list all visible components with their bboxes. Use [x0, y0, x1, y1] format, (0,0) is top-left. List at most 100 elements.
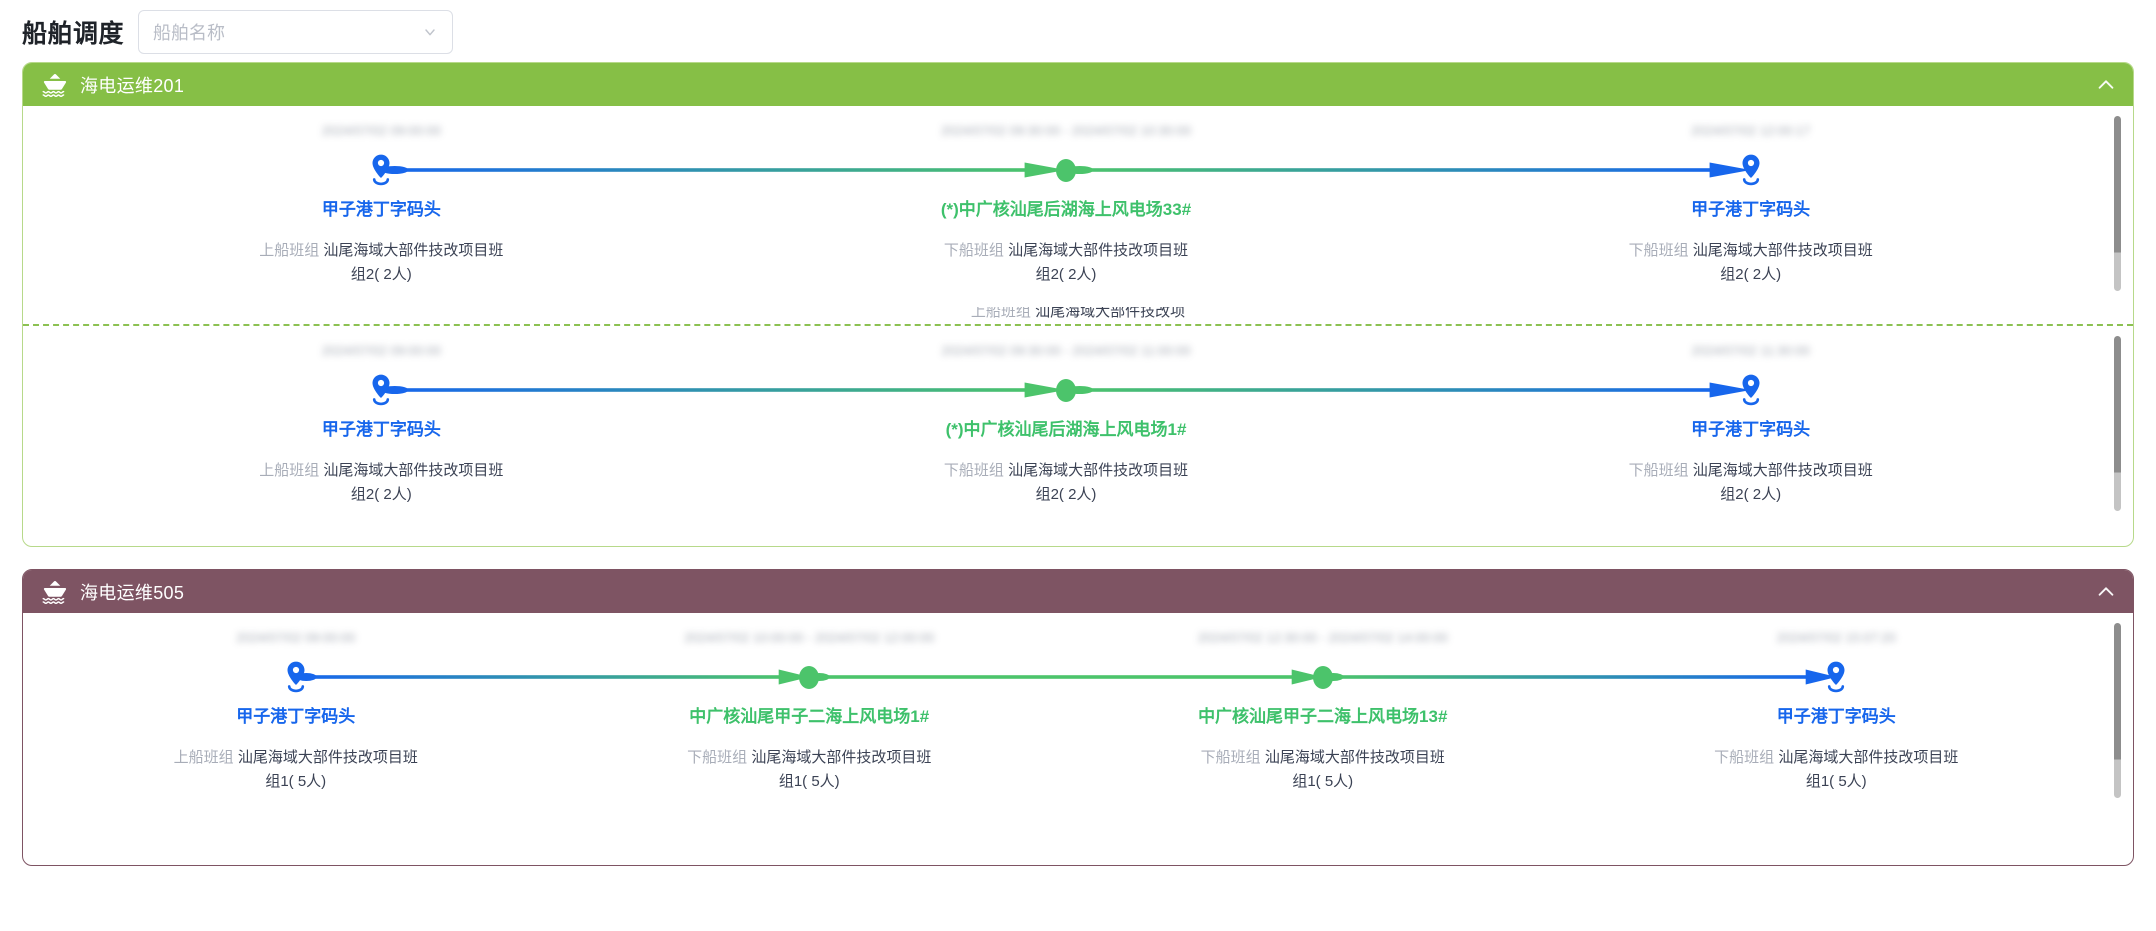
timeline-stop[interactable]: 2024/07/02 09:00:00 甲子港丁字码头上船班组 汕尾海域大部件技改…: [39, 629, 810, 794]
stop-crew-info: 下船班组 汕尾海域大部件技改项目班组1( 5人): [1198, 746, 1448, 794]
vessel-card: 海电运维505 2024/07/02 09:00:00 甲子港丁字码头上船班组 汕尾…: [22, 569, 2134, 866]
crew-value: 汕尾海域大部件技改项目班组2( 2人): [1008, 462, 1189, 503]
stop-marker-row: [1580, 655, 2094, 699]
stop-crew-info: 上船班组 汕尾海域大部件技改项目班组1( 5人): [171, 746, 421, 794]
crew-label: 下船班组: [1628, 462, 1693, 479]
map-pin-icon: [1823, 660, 1849, 694]
timeline-stop[interactable]: 2024/07/02 10:00:00 - 2024/07/02 12:00:0…: [553, 629, 1323, 794]
vessel-name: 海电运维201: [80, 75, 185, 96]
voyage-scrollbar[interactable]: [2114, 336, 2121, 511]
stop-timestamp: 2024/07/02 12:30:00 - 2024/07/02 14:00:0…: [1197, 630, 1448, 645]
stop-name[interactable]: 甲子港丁字码头: [321, 200, 441, 219]
crew-label: 下船班组: [1200, 749, 1265, 766]
stop-timestamp: 2024/07/02 09:00:00: [236, 630, 356, 645]
crew-value: 汕尾海域大部件技改项目班组1( 5人): [237, 749, 418, 790]
stop-marker-row: [724, 148, 1751, 192]
map-pin-icon: [1738, 153, 1764, 187]
stop-name[interactable]: 甲子港丁字码头: [321, 420, 441, 439]
crew-label: 下船班组: [943, 242, 1009, 259]
voyage-scrollbar[interactable]: [2114, 623, 2121, 798]
vessel-card-body: 2024/07/02 09:00:00 甲子港丁字码头上船班组 汕尾海域大部件技改…: [23, 613, 2133, 865]
clipped-crew-preview-text: 上船班组 汕尾海域大部件技改项: [971, 307, 1185, 324]
stop-marker-row: [1408, 368, 2093, 412]
crew-label: 上船班组: [173, 749, 238, 766]
timeline-stop[interactable]: 2024/07/02 09:30:00 - 2024/07/02 11:00:0…: [724, 342, 1751, 507]
ship-name-select[interactable]: 船舶名称: [138, 10, 454, 54]
stop-crew-info: 上船班组 汕尾海域大部件技改项目班组2( 2人): [256, 239, 506, 287]
stop-name[interactable]: 甲子港丁字码头: [1691, 420, 1811, 439]
page-title: 船舶调度: [22, 20, 125, 48]
stop-marker-row: [39, 655, 810, 699]
voyage-row: 2024/07/02 09:00:00 甲子港丁字码头上船班组 汕尾海域大部件技改…: [23, 324, 2133, 546]
circle-node-icon: [1056, 158, 1076, 182]
stop-marker-row: [724, 368, 1751, 412]
stop-crew-info: 下船班组 汕尾海域大部件技改项目班组2( 2人): [1626, 459, 1876, 507]
stop-crew-info: 下船班组 汕尾海域大部件技改项目班组2( 2人): [941, 459, 1191, 507]
map-pin-icon: [1738, 373, 1764, 407]
stop-name[interactable]: 中广核汕尾甲子二海上风电场13#: [1198, 707, 1448, 726]
stop-name[interactable]: 中广核汕尾甲子二海上风电场1#: [689, 707, 930, 726]
crew-label: 下船班组: [1714, 749, 1779, 766]
stop-timestamp: 2024/07/02 10:00:00 - 2024/07/02 12:00:0…: [684, 630, 935, 645]
vessel-card-header[interactable]: 海电运维201: [23, 63, 2133, 106]
circle-node-icon: [799, 665, 820, 689]
clipped-crew-preview: 上船班组 汕尾海域大部件技改项: [23, 307, 2133, 324]
stop-marker-row: [1066, 655, 1837, 699]
crew-label: 上船班组: [259, 242, 324, 259]
ship-icon: [41, 73, 69, 97]
map-pin-icon: [368, 373, 394, 407]
stop-marker-row: [39, 148, 1066, 192]
stop-crew-info: 下船班组 汕尾海域大部件技改项目班组2( 2人): [1626, 239, 1876, 287]
crew-value: 汕尾海域大部件技改项目班组1( 5人): [1778, 749, 1959, 790]
ship-icon: [41, 580, 69, 604]
timeline-stop[interactable]: 2024/07/02 09:30:00 - 2024/07/02 10:30:0…: [724, 122, 1751, 287]
crew-value: 汕尾海域大部件技改项目班组1( 5人): [1264, 749, 1445, 790]
crew-value: 汕尾海域大部件技改项目班组1( 5人): [751, 749, 932, 790]
stop-crew-info: 下船班组 汕尾海域大部件技改项目班组1( 5人): [684, 746, 934, 794]
stop-name[interactable]: 甲子港丁字码头: [1691, 200, 1811, 219]
stop-timestamp: 2024/07/02 09:30:00 - 2024/07/02 10:30:0…: [940, 123, 1192, 138]
timeline-stop[interactable]: 2024/07/02 12:30:00 - 2024/07/02 14:00:0…: [1066, 629, 1837, 794]
chevron-down-icon: [425, 29, 435, 36]
crew-label: 上船班组: [970, 307, 1036, 320]
map-pin-icon: [283, 660, 309, 694]
stop-marker-row: [553, 655, 1323, 699]
stop-marker-row: [1408, 148, 2093, 192]
crew-value: 汕尾海域大部件技改项目班组2( 2人): [1692, 462, 1873, 503]
stop-timestamp: 2024/07/02 09:30:00 - 2024/07/02 11:00:0…: [941, 343, 1191, 358]
stop-name[interactable]: 甲子港丁字码头: [1776, 707, 1896, 726]
stop-list: 2024/07/02 09:00:00 甲子港丁字码头上船班组 汕尾海域大部件技改…: [39, 629, 2093, 794]
voyage-timeline: 2024/07/02 09:00:00 甲子港丁字码头上船班组 汕尾海域大部件技改…: [23, 613, 2133, 806]
crew-label: 下船班组: [687, 749, 752, 766]
stop-name[interactable]: 甲子港丁字码头: [236, 707, 356, 726]
crew-value: 汕尾海域大部件技改项目班组2( 2人): [1008, 242, 1189, 283]
chevron-up-icon[interactable]: [2095, 74, 2117, 96]
crew-value: 汕尾海域大部件技改项目班组2( 2人): [1692, 242, 1873, 283]
crew-value: 汕尾海域大部件技改项目班组2( 2人): [323, 242, 504, 283]
stop-timestamp: 2024/07/02 09:00:00: [321, 343, 441, 358]
voyage-row: 2024/07/02 09:00:00 甲子港丁字码头上船班组 汕尾海域大部件技改…: [23, 613, 2133, 865]
circle-node-icon: [1312, 665, 1333, 689]
vessel-card-header[interactable]: 海电运维505: [23, 570, 2133, 613]
crew-label: 下船班组: [1628, 242, 1693, 259]
stop-marker-row: [39, 368, 1066, 412]
voyage-scrollbar[interactable]: [2114, 116, 2121, 291]
stop-crew-info: 下船班组 汕尾海域大部件技改项目班组2( 2人): [941, 239, 1191, 287]
vessel-name: 海电运维505: [80, 582, 185, 603]
crew-label: 上船班组: [259, 462, 324, 479]
stop-name[interactable]: (*)中广核汕尾后湖海上风电场33#: [940, 200, 1192, 219]
map-pin-icon: [368, 153, 394, 187]
chevron-up-icon[interactable]: [2095, 581, 2117, 603]
stop-name[interactable]: (*)中广核汕尾后湖海上风电场1#: [945, 420, 1187, 439]
